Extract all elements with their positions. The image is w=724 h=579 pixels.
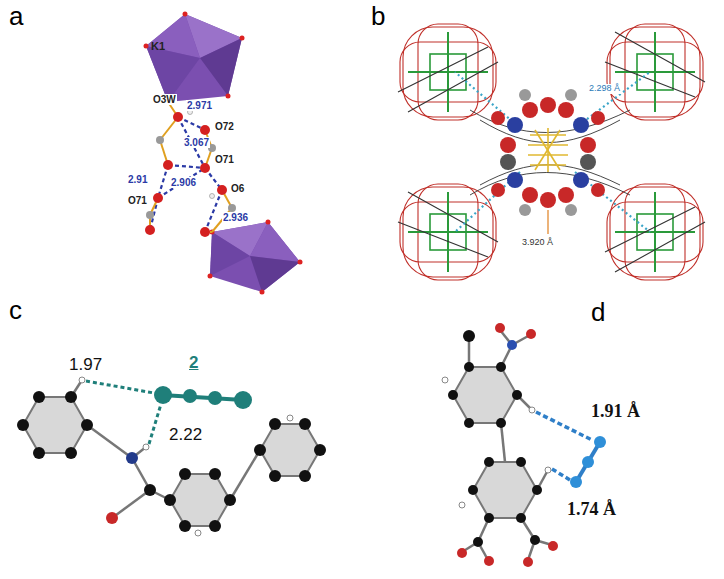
framework-cages	[398, 24, 705, 280]
distance-label: 1.91 Å	[590, 402, 641, 422]
panel-letter: d	[590, 298, 606, 327]
biphenyl-molecule	[442, 323, 606, 567]
guest-cluster	[491, 89, 605, 234]
hydrogen-bonds	[150, 117, 222, 232]
atom-label: K1	[150, 40, 166, 52]
distance-label: 2.298 Å	[588, 84, 621, 94]
distance-label: 2.22	[168, 426, 203, 445]
anilide-molecule	[17, 377, 326, 536]
atom-label: O6	[230, 183, 245, 194]
potassium-octahedron	[144, 12, 245, 105]
potassium-octahedron	[208, 220, 303, 295]
atom-label: O71	[214, 154, 235, 165]
distance-label: 3.920 Å	[521, 238, 554, 248]
distance-label: 3.067	[183, 137, 210, 148]
atom-label: O3W	[152, 94, 177, 105]
panel-letter: c	[8, 296, 23, 325]
distance-label: 2.936	[222, 212, 249, 223]
contact-lines	[86, 381, 161, 444]
distance-label: 2.971	[186, 100, 213, 111]
atom-label: O71	[127, 195, 148, 206]
distance-label: 1.74 Å	[566, 500, 617, 520]
distance-label: 2.91	[127, 174, 148, 185]
panel-letter: b	[370, 2, 386, 31]
compound-number: 2	[188, 354, 199, 373]
contact-lines	[455, 72, 650, 232]
atom-label: O72	[214, 121, 235, 132]
distance-label: 1.97	[68, 356, 103, 375]
panel-letter: a	[8, 2, 24, 31]
distance-label: 2.906	[170, 177, 197, 188]
